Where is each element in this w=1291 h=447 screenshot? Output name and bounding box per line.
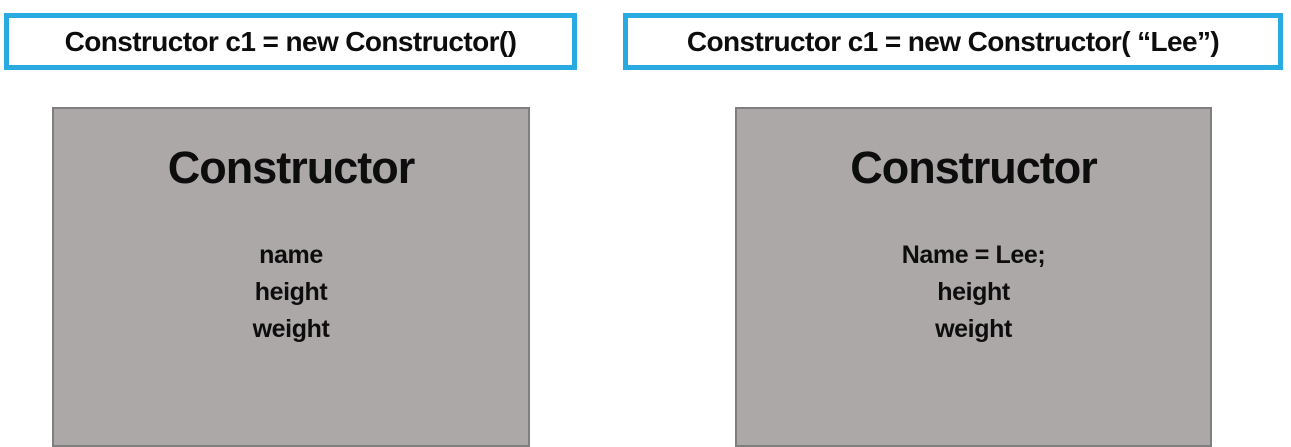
class-box-parameterized-constructor: Constructor Name = Lee; height weight <box>735 107 1212 447</box>
member-weight: weight <box>935 315 1012 343</box>
member-weight: weight <box>252 315 330 343</box>
member-height: height <box>254 278 328 306</box>
member-list: name height weight <box>54 237 528 348</box>
code-box-default-constructor: Constructor c1 = new Constructor() <box>4 13 577 70</box>
member-list: Name = Lee; height weight <box>737 237 1210 348</box>
member-height: height <box>937 278 1010 306</box>
class-title: Constructor <box>850 142 1098 193</box>
member-name: name <box>259 241 323 269</box>
class-box-default-constructor: Constructor name height weight <box>52 107 530 447</box>
member-name-assigned: Name = Lee; <box>901 241 1046 269</box>
code-text-default-constructor: Constructor c1 = new Constructor() <box>64 25 517 57</box>
code-box-parameterized-constructor: Constructor c1 = new Constructor( “Lee”) <box>623 13 1283 70</box>
class-title: Constructor <box>167 142 416 193</box>
code-text-parameterized-constructor: Constructor c1 = new Constructor( “Lee”) <box>686 25 1220 57</box>
